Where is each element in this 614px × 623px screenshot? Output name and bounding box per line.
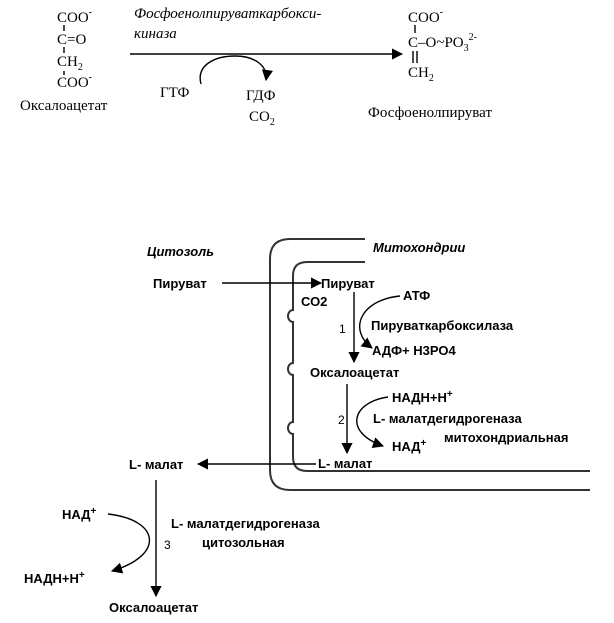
enzyme3-line2: цитозольная (202, 535, 285, 550)
svg-text:НАД+: НАД+ (392, 438, 427, 454)
enzyme2-line2: митохондриальная (444, 430, 568, 445)
co2-label: СО2 (301, 294, 327, 309)
oxaloacetate-cytosol: Оксалоацетат (109, 600, 198, 615)
svg-text:НАДН+Н+: НАДН+Н+ (392, 389, 453, 405)
enzyme2-line1: L- малатдегидрогеназа (373, 411, 522, 426)
step3-number: 3 (164, 538, 171, 552)
nad2-sup: + (91, 506, 97, 517)
gdp-label: ГДФ (246, 88, 276, 104)
ch2-sub: 2 (78, 62, 83, 73)
step3-cofactor-arrow (107, 513, 151, 574)
nadh1-label: НАДН+Н (392, 390, 447, 405)
nad2-label: НАД (62, 507, 91, 522)
co2-sub: 2 (270, 117, 275, 128)
step1-cofactor-arrow (359, 295, 401, 349)
nad1-sup: + (421, 438, 427, 449)
svg-text:C–O~PO32-: C–O~PO32- (408, 32, 477, 54)
nadh2-label: НАДН+Н (24, 571, 79, 586)
svg-text:НАДН+Н+: НАДН+Н+ (24, 570, 85, 586)
cytosol-label: Цитозоль (147, 244, 214, 259)
enzyme-name-line2: киназа (134, 26, 177, 42)
pep-coo: COO (408, 10, 440, 26)
gtp-label: ГТФ (160, 85, 190, 101)
enzyme3-line1: L- малатдегидрогеназа (171, 516, 320, 531)
nadh1-sup: + (447, 389, 453, 400)
pep-o-po3: –O~PO (417, 35, 464, 51)
pyruvate-cytosol: Пируват (153, 276, 207, 291)
svg-text:НАД+: НАД+ (62, 506, 97, 522)
carbonyl: C=O (57, 32, 86, 48)
coo-top: COO (57, 10, 89, 26)
svg-text:CO2: CO2 (249, 109, 275, 128)
atp-label: АТФ (403, 288, 430, 303)
svg-text:COO-: COO- (57, 7, 92, 26)
svg-text:COO-: COO- (57, 72, 92, 91)
substrate-name: Оксалоацетат (20, 98, 108, 114)
pathway-diagram: Цитозоль Митохондрии Пируват Пируват СО2… (24, 238, 590, 615)
step1-number: 1 (339, 322, 346, 336)
pep-structure: COO- C–O~PO32- CH2 (408, 7, 477, 84)
svg-text:CH2: CH2 (408, 65, 434, 84)
cofactor-arrow (199, 55, 273, 85)
coo-bottom: COO (57, 75, 89, 91)
adp-label: АДФ+ Н3РО4 (372, 343, 456, 358)
product-name: Фосфоенолпируват (368, 105, 492, 121)
malate-cytosol: L- малат (129, 457, 183, 472)
step2-number: 2 (338, 413, 345, 427)
oxaloacetate-structure: COO- C=O CH2 COO- (57, 7, 92, 91)
nad1-label: НАД (392, 439, 421, 454)
pep-c: C (408, 35, 418, 51)
po3-sub: 3 (464, 43, 469, 54)
po3-charge: 2- (469, 32, 477, 43)
inner-membrane (287, 261, 590, 472)
svg-text:COO-: COO- (408, 7, 443, 26)
malate-mito: L- малат (318, 456, 372, 471)
ch2: CH (57, 54, 78, 70)
oxaloacetate-mito: Оксалоацетат (310, 365, 399, 380)
top-reaction: COO- C=O CH2 COO- Оксалоацетат Фосфоенол… (20, 6, 492, 128)
enzyme-name-line1: Фосфоенолпируваткарбокси- (134, 6, 321, 22)
co2-label: CO (249, 109, 270, 125)
step2-cofactor-arrow (356, 396, 389, 448)
mito-label: Митохондрии (373, 240, 465, 255)
pep-coo-charge: - (440, 7, 443, 18)
outer-membrane (269, 238, 590, 491)
coo-top-charge: - (89, 7, 92, 18)
svg-text:CH2: CH2 (57, 54, 83, 73)
enzyme1-label: Пируваткарбоксилаза (371, 318, 514, 333)
pep-ch2-sub: 2 (429, 73, 434, 84)
nadh2-sup: + (79, 570, 85, 581)
coo-bottom-charge: - (89, 72, 92, 83)
pyruvate-mito: Пируват (321, 276, 375, 291)
pep-ch2: CH (408, 65, 429, 81)
